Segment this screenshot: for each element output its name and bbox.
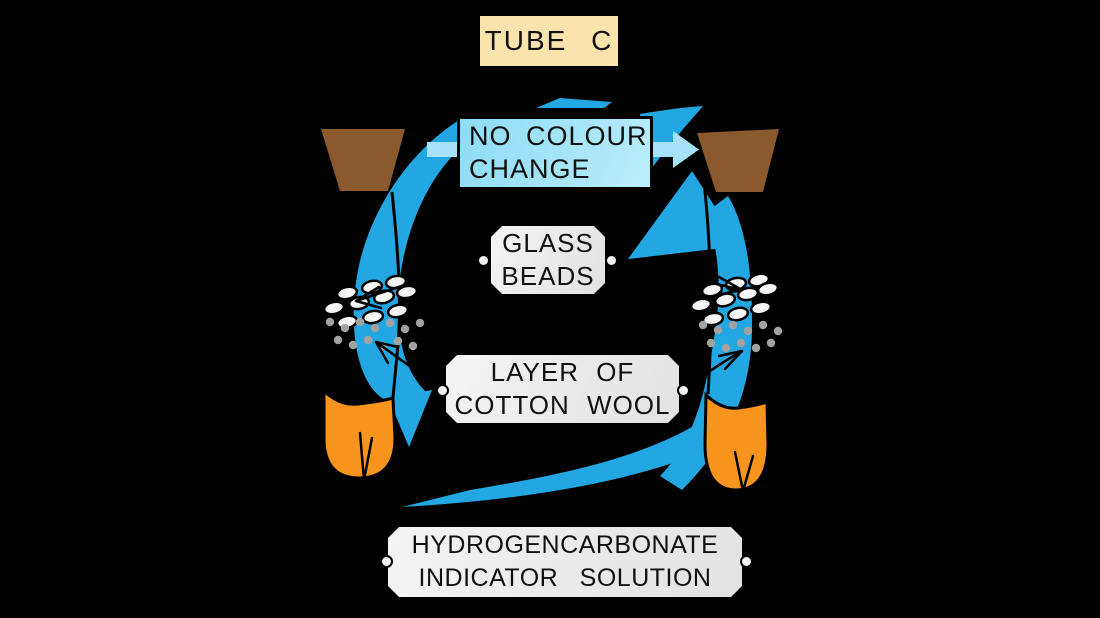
indicator-line-1: HYDROGENCARBONATE xyxy=(411,531,719,559)
eyelet-pin-icon-cotton-wool-left xyxy=(436,384,449,397)
result-line-2: CHANGE xyxy=(469,154,591,184)
glass-beads-line-1: GLASS xyxy=(502,228,594,258)
flow-arrowhead-up-right xyxy=(628,171,740,259)
flow-arrowhead-down-left xyxy=(388,390,432,447)
indicator-liquids xyxy=(322,387,770,492)
cotton-wool-line-1: LAYER OF xyxy=(490,357,635,387)
cotton-wool-line-2: COTTON WOOL xyxy=(454,390,671,420)
eyelet-pin-icon-indicator-right xyxy=(740,555,753,568)
leader-glass-beads-right xyxy=(610,257,744,297)
glass-bead-clusters xyxy=(322,272,780,330)
flow-band-top-sliver xyxy=(536,98,612,108)
eyelet-pin-icon-glass-beads-right xyxy=(605,254,618,267)
bung-left xyxy=(321,129,405,191)
cotton-wool-dots xyxy=(325,317,783,353)
indicator-liquid-right xyxy=(703,391,770,492)
arrow-tail-left xyxy=(427,142,459,157)
flow-band-left xyxy=(353,116,472,402)
indicator-line-2: INDICATOR SOLUTION xyxy=(418,564,712,592)
label-leader-lines xyxy=(354,257,755,559)
no-colour-change-box: NO COLOUR CHANGE xyxy=(457,116,653,190)
tube-wall-right xyxy=(697,139,713,395)
flow-band-bottom xyxy=(402,396,737,507)
result-line-1: NO COLOUR xyxy=(469,121,648,151)
tube-c-title: TUBE C xyxy=(480,16,618,66)
flow-band-top-right xyxy=(640,106,703,182)
eyelet-pin-icon-cotton-wool-right xyxy=(677,384,690,397)
rubber-bungs xyxy=(321,129,779,192)
glass-beads-label: GLASS BEADS xyxy=(488,223,608,297)
leader-indicator-right xyxy=(733,450,755,559)
bung-right xyxy=(697,129,779,192)
glass-beads-line-2: BEADS xyxy=(501,261,595,291)
indicator-solution-label: HYDROGENCARBONATE INDICATOR SOLUTION xyxy=(385,524,745,600)
tube-c-title-text: TUBE C xyxy=(484,25,614,56)
leader-glass-beads-left xyxy=(354,257,486,310)
eyelet-pin-icon-indicator-left xyxy=(380,555,393,568)
glass-beads-left xyxy=(322,274,419,330)
eyelet-pin-icon-glass-beads-left xyxy=(477,254,490,267)
right-arrow-icon xyxy=(673,131,699,168)
leader-indicator-left xyxy=(358,431,389,559)
cotton-wool-right xyxy=(698,320,783,353)
glass-beads-right xyxy=(689,272,780,327)
leader-cotton-wool-left xyxy=(374,340,445,392)
cotton-wool-label: LAYER OF COTTON WOOL xyxy=(443,352,682,426)
